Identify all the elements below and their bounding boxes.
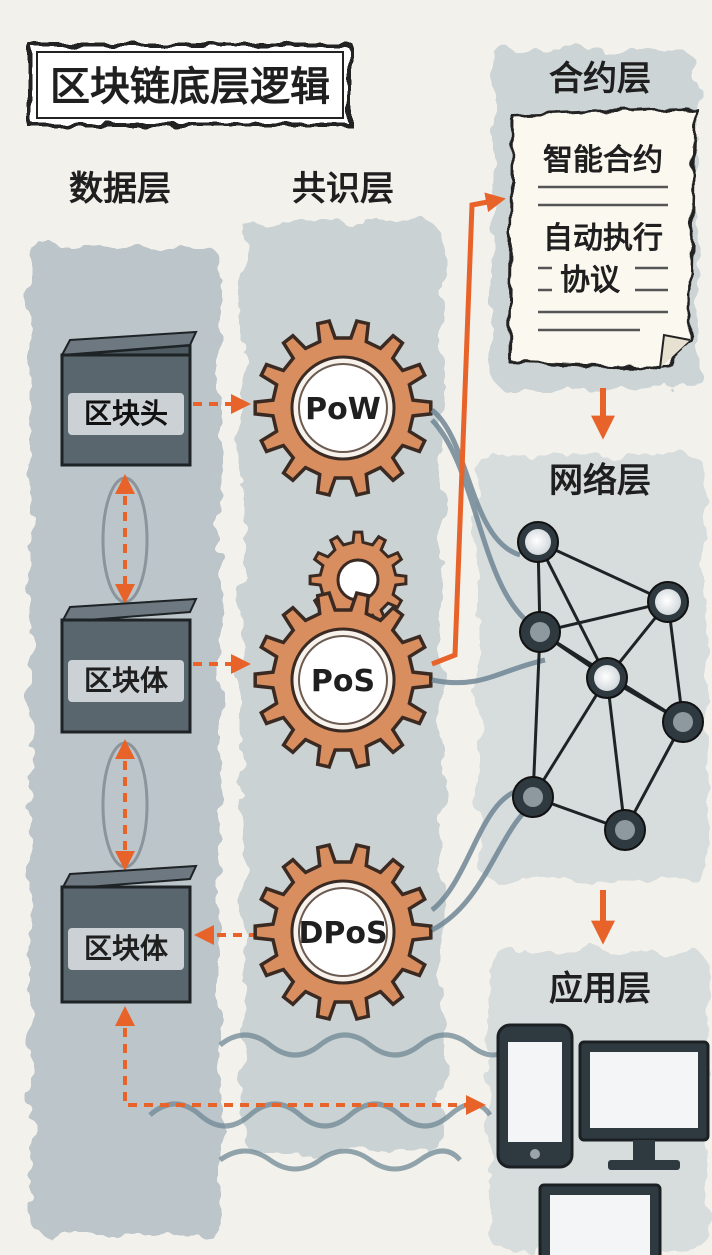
network-node: [647, 581, 689, 623]
application-layer-heading: 应用层: [549, 969, 651, 1009]
network-edge: [531, 631, 542, 798]
pos-gear-label: PoS: [311, 664, 375, 699]
block-label-bg: [68, 393, 184, 970]
network-edge: [605, 677, 627, 831]
laptop-icon: [538, 1183, 662, 1255]
network-node: [586, 657, 628, 699]
network-edge: [537, 540, 669, 604]
network-edge: [539, 600, 669, 634]
network-node: [519, 611, 561, 653]
title-box: 区块链底层逻辑: [28, 43, 352, 127]
network-edge: [531, 677, 609, 798]
contract-text-lines: [538, 185, 668, 332]
network-node: [604, 809, 646, 851]
p2p-network-graph: [512, 521, 704, 851]
consensus-layer-heading: 共识层: [292, 169, 394, 209]
data-layer-heading: 数据层: [69, 169, 171, 209]
page-title: 区块链底层逻辑: [50, 64, 330, 110]
block-body-1-label: 区块体: [84, 664, 169, 697]
contract-line-1: 智能合约: [543, 143, 663, 178]
consensus-gears: PoW PoS DPoS: [253, 319, 433, 1021]
network-layer-heading: 网络层: [549, 461, 651, 501]
monitor-icon: [578, 1040, 710, 1170]
contract-line-3: 协议: [560, 263, 621, 298]
block-gear-arrows: [193, 394, 258, 945]
smart-contract-document: 智能合约 自动执行 协议: [508, 106, 697, 370]
phone-icon: [496, 1023, 574, 1169]
contract-line-2: 自动执行: [543, 221, 663, 256]
dpos-gear: DPoS: [253, 843, 433, 1021]
pow-gear: PoW: [253, 319, 433, 497]
network-node: [517, 521, 559, 563]
network-node: [512, 776, 554, 818]
contract-layer-heading: 合约层: [549, 59, 651, 99]
block-body-2-label: 区块体: [84, 932, 169, 965]
dpos-gear-label: DPoS: [298, 916, 387, 951]
pos-gear: PoS: [253, 591, 433, 769]
application-devices: [496, 1023, 710, 1255]
network-edge: [536, 541, 609, 679]
pow-gear-label: PoW: [305, 392, 381, 427]
network-node: [662, 701, 704, 743]
pos-to-contract-arrow: [431, 192, 506, 667]
block-header-label: 区块头: [84, 397, 168, 430]
